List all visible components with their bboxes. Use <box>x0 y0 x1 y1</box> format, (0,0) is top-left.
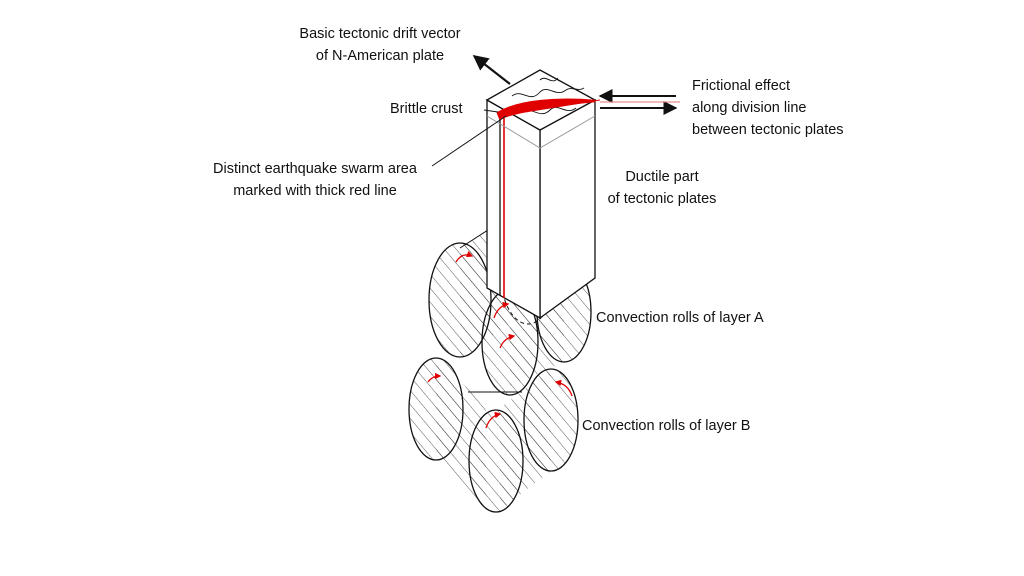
drift-vector-line-1: Basic tectonic drift vector <box>299 26 461 42</box>
frictional-line-1: Frictional effect <box>692 78 791 94</box>
swarm-line-2: marked with thick red line <box>233 183 397 199</box>
drift-vector-arrow <box>472 55 511 85</box>
ductile-line-2: of tectonic plates <box>607 191 717 207</box>
frictional-line-3: between tectonic plates <box>692 122 844 138</box>
frictional-line-2: along division line <box>692 100 807 116</box>
drift-vector-label: Basic tectonic drift vector of N-America… <box>272 23 488 67</box>
ductile-line-1: Ductile part <box>625 169 699 185</box>
tectonic-block <box>485 69 601 320</box>
frictional-effect-label: Frictional effect along division line be… <box>692 75 844 141</box>
ductile-label: Ductile part of tectonic plates <box>592 166 732 210</box>
rolls-a-label: Convection rolls of layer A <box>596 310 764 326</box>
rolls-b-label: Convection rolls of layer B <box>582 418 751 434</box>
brittle-crust-leader <box>483 109 499 113</box>
swarm-label: Distinct earthquake swarm area marked wi… <box>186 158 444 202</box>
swarm-leader <box>431 115 507 167</box>
roll-b-center <box>468 391 524 513</box>
drift-vector-line-2: of N-American plate <box>315 48 445 64</box>
convection-rolls-layer-b <box>408 357 579 513</box>
swarm-line-1: Distinct earthquake swarm area <box>213 161 417 177</box>
brittle-crust-label: Brittle crust <box>390 101 463 117</box>
